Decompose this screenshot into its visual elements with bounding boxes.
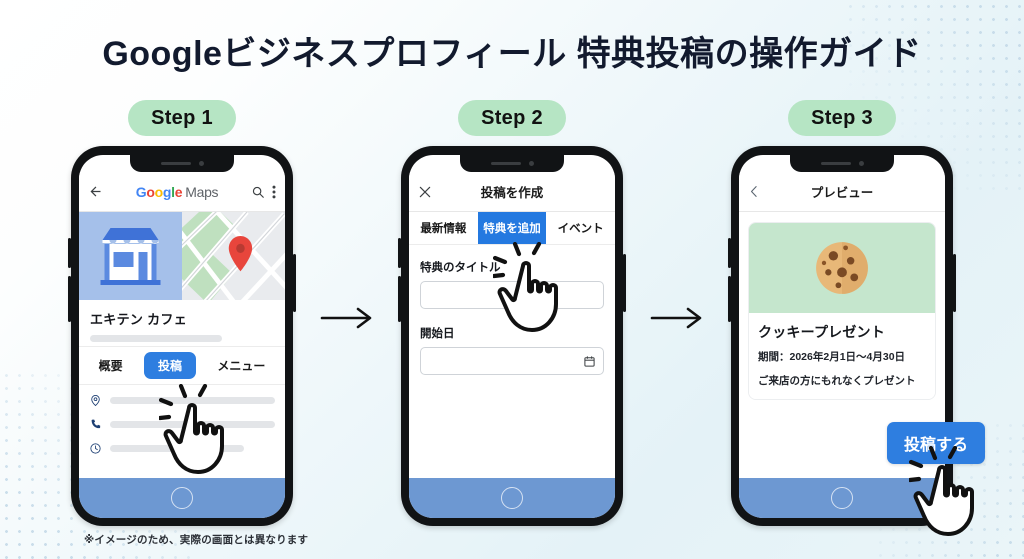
earpiece-speaker xyxy=(490,161,521,166)
location-pin-icon xyxy=(91,394,100,407)
arrow-step2-to-step3 xyxy=(650,306,706,330)
map-pin-icon xyxy=(228,236,253,272)
offer-title-input[interactable] xyxy=(420,281,604,309)
detail-row-hours[interactable] xyxy=(89,442,275,455)
start-date-input[interactable] xyxy=(420,347,604,375)
offer-title-label: 特典のタイトル xyxy=(420,262,501,274)
phone-mockup-step-3: プレビュー xyxy=(728,146,985,536)
home-button[interactable] xyxy=(831,487,853,509)
phone-notch xyxy=(460,155,564,172)
disclaimer-note: ※イメージのため、実際の画面とは異なります xyxy=(84,534,309,546)
business-name: エキテン カフェ xyxy=(90,312,188,327)
business-info: エキテン カフェ xyxy=(79,300,285,346)
create-post-title: 投稿を作成 xyxy=(480,186,544,200)
detail-placeholder-bar xyxy=(110,445,244,452)
phone-side-button-right xyxy=(953,254,956,312)
detail-placeholder-bar xyxy=(110,397,275,404)
phone-home-bar xyxy=(79,478,285,518)
step-3-column: Step 3 プレビュー xyxy=(722,100,985,536)
step-2-badge: Step 2 xyxy=(458,100,566,136)
home-button[interactable] xyxy=(171,487,193,509)
storefront-icon xyxy=(79,212,182,300)
start-date-label: 開始日 xyxy=(420,328,455,340)
tab-overview[interactable]: 概要 xyxy=(98,359,123,373)
step-1-badge: Step 1 xyxy=(128,100,236,136)
phone-home-bar xyxy=(409,478,615,518)
segment-add-offer[interactable]: 特典を追加 xyxy=(477,212,547,244)
preview-title: プレビュー xyxy=(810,186,874,200)
business-detail-rows xyxy=(79,385,285,464)
offer-description: ご来店の方にもれなくプレゼント xyxy=(758,375,916,387)
tab-menu[interactable]: メニュー xyxy=(217,359,266,373)
offer-preview-body: クッキープレゼント 期間：2026年2月1日〜4月30日 ご来店の方にもれなくプ… xyxy=(749,313,935,399)
tab-posts[interactable]: 投稿 xyxy=(143,352,196,379)
step-3-badge: Step 3 xyxy=(788,100,896,136)
segment-latest-info[interactable]: 最新情報 xyxy=(420,223,467,235)
detail-placeholder-bar xyxy=(110,421,275,428)
detail-row-phone[interactable] xyxy=(89,418,275,431)
map-thumbnail xyxy=(182,212,285,300)
create-post-appbar: 投稿を作成 xyxy=(409,172,615,212)
detail-row-address[interactable] xyxy=(89,394,275,407)
page-title: Googleビジネスプロフィール 特典投稿の操作ガイド xyxy=(102,35,922,73)
profile-tabs: 概要 投稿 メニュー xyxy=(79,346,285,385)
preview-appbar: プレビュー xyxy=(739,172,945,212)
close-icon[interactable] xyxy=(418,185,432,199)
front-camera xyxy=(858,161,864,166)
chevron-left-icon[interactable] xyxy=(748,185,761,198)
phone-notch xyxy=(790,155,894,172)
offer-period: 期間：2026年2月1日〜4月30日 xyxy=(758,351,906,363)
phone-screen-step-2: 投稿を作成 最新情報 特典を追加 イベント 特典のタイトル 開始日 xyxy=(409,155,615,518)
cookie-icon xyxy=(749,223,935,313)
phone-side-button-right xyxy=(623,254,626,312)
phone-notch xyxy=(130,155,234,172)
maps-wordmark: Maps xyxy=(185,183,219,200)
offer-preview-card: クッキープレゼント 期間：2026年2月1日〜4月30日 ご来店の方にもれなくプ… xyxy=(749,223,935,399)
front-camera xyxy=(198,161,204,166)
step-2-column: Step 2 投稿を作成 最新情報 特典を追加 イ xyxy=(392,100,632,526)
kebab-menu-icon[interactable] xyxy=(272,185,276,199)
business-hero xyxy=(79,212,285,300)
search-icon[interactable] xyxy=(251,185,265,199)
arrow-step1-to-step2 xyxy=(320,306,376,330)
post-type-segments: 最新情報 特典を追加 イベント xyxy=(409,212,615,245)
phone-home-bar xyxy=(739,478,945,518)
post-submit-button[interactable]: 投稿する xyxy=(886,422,985,464)
segment-event[interactable]: イベント xyxy=(557,223,604,235)
home-button[interactable] xyxy=(501,487,523,509)
front-camera xyxy=(528,161,534,166)
offer-form: 特典のタイトル 開始日 xyxy=(409,245,615,391)
calendar-icon xyxy=(584,355,595,367)
earpiece-speaker xyxy=(160,161,191,166)
phone-icon xyxy=(91,419,101,429)
earpiece-speaker xyxy=(820,161,851,166)
arrow-left-icon[interactable] xyxy=(88,184,103,199)
clock-icon xyxy=(90,443,101,454)
phone-side-button-right xyxy=(293,254,296,312)
offer-heading: クッキープレゼント xyxy=(758,324,885,340)
phone-mockup-step-2: 投稿を作成 最新情報 特典を追加 イベント 特典のタイトル 開始日 xyxy=(398,146,626,526)
business-subtitle-placeholder xyxy=(90,335,223,342)
